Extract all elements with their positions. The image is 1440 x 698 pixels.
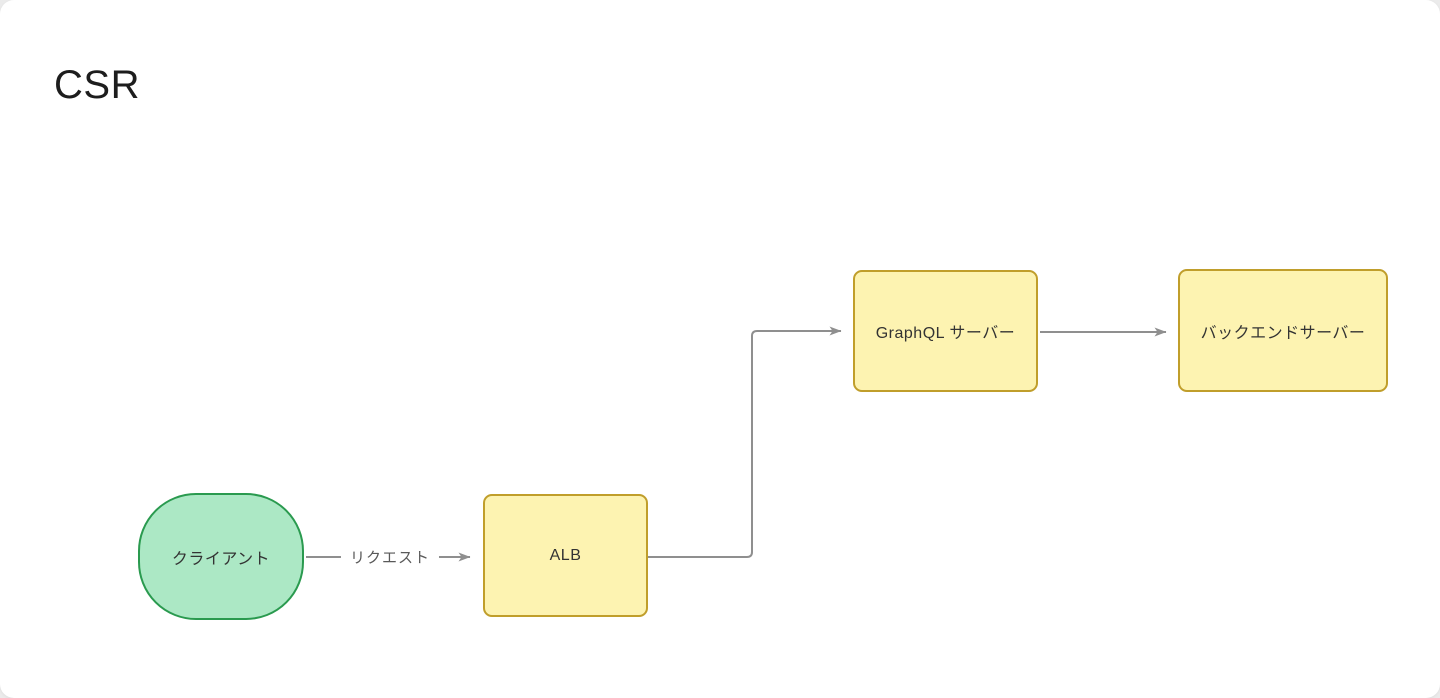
node-backend-label: バックエンドサーバー <box>1200 324 1366 342</box>
edge-alb-to-graphql <box>648 326 842 558</box>
page-title: CSR <box>54 63 140 107</box>
node-client: クライアント <box>138 493 304 620</box>
node-alb-label: ALB <box>549 546 582 564</box>
node-client-label: クライアント <box>171 550 271 568</box>
edge-label-request: リクエスト <box>340 546 440 568</box>
node-graphql: GraphQL サーバー <box>853 270 1038 392</box>
node-alb: ALB <box>483 494 648 617</box>
node-graphql-label: GraphQL サーバー <box>875 325 1016 342</box>
node-backend: バックエンドサーバー <box>1178 269 1388 392</box>
